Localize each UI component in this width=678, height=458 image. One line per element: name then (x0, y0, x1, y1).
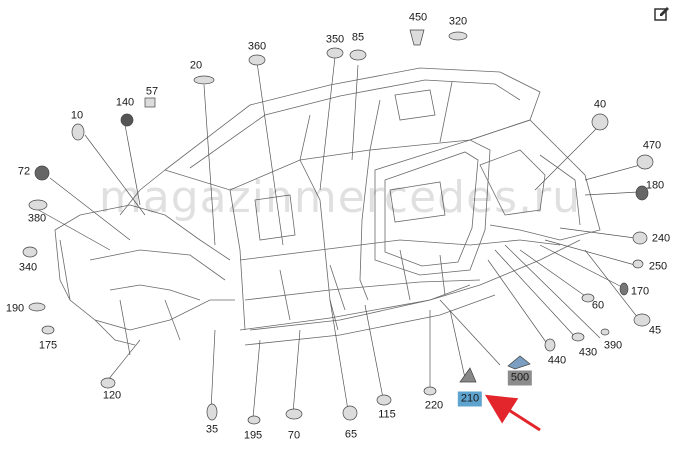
callout-170: 170 (630, 285, 650, 298)
part-440-icon (544, 338, 556, 352)
callout-340: 340 (18, 261, 38, 274)
part-65-icon (342, 405, 358, 421)
callout-390: 390 (603, 339, 623, 352)
part-60-icon (581, 293, 595, 303)
callout-57: 57 (145, 85, 159, 98)
callout-45: 45 (648, 324, 662, 337)
part-180-icon (635, 185, 649, 201)
part-85-icon (349, 49, 367, 61)
callout-85: 85 (351, 31, 365, 44)
callout-430: 430 (578, 346, 598, 359)
callout-180: 180 (645, 179, 665, 192)
part-430-icon (571, 332, 585, 342)
part-70-icon (285, 408, 303, 420)
part-240-icon (632, 231, 648, 245)
part-190-icon (28, 302, 46, 312)
part-icons (22, 29, 654, 425)
callout-380: 380 (27, 212, 47, 225)
part-72-icon (34, 165, 50, 181)
part-360-icon (248, 54, 266, 66)
callout-120: 120 (102, 389, 122, 402)
watermark: magazinmercedes.ru (99, 172, 581, 223)
part-40-icon (591, 113, 609, 131)
callout-350: 350 (325, 33, 345, 46)
callout-470: 470 (642, 139, 662, 152)
callout-250: 250 (648, 260, 668, 273)
callout-40: 40 (593, 98, 607, 111)
part-20-icon (193, 75, 215, 85)
callout-190: 190 (5, 302, 25, 315)
part-470-icon (636, 154, 654, 170)
callout-240: 240 (651, 232, 671, 245)
part-170-icon (619, 282, 629, 296)
part-57-icon (144, 97, 156, 108)
callout-20: 20 (189, 59, 203, 72)
callout-140: 140 (115, 96, 135, 109)
callout-175: 175 (38, 339, 58, 352)
callout-320: 320 (448, 15, 468, 28)
callout-360: 360 (247, 40, 267, 53)
edit-icon[interactable] (654, 6, 670, 22)
callout-450: 450 (408, 11, 428, 24)
part-45-icon (633, 313, 651, 327)
callout-115: 115 (378, 408, 396, 421)
part-340-icon (22, 246, 38, 258)
part-120-icon (100, 377, 116, 389)
part-10-icon (71, 123, 85, 141)
part-350-icon (326, 47, 344, 59)
callout-440: 440 (547, 354, 567, 367)
callout-220: 220 (424, 399, 444, 412)
leader-lines (34, 56, 641, 419)
callout-210: 210 (457, 391, 483, 407)
callout-70: 70 (287, 429, 301, 442)
callout-60: 60 (591, 299, 605, 312)
part-195-icon (247, 415, 261, 425)
part-115-icon (376, 394, 392, 406)
part-140-icon (120, 113, 134, 127)
part-35-icon (206, 403, 218, 421)
callout-35: 35 (205, 423, 219, 436)
callout-10: 10 (70, 109, 84, 122)
part-320-icon (448, 31, 468, 41)
highlight-arrow (484, 394, 541, 432)
part-390-icon (600, 328, 610, 336)
part-175-icon (41, 325, 55, 335)
car-body-outline (54, 67, 601, 356)
part-450-icon (409, 29, 425, 46)
part-500-icon (507, 355, 531, 370)
part-220-icon (423, 386, 437, 396)
callout-500: 500 (507, 370, 533, 386)
callout-195: 195 (243, 429, 263, 442)
callout-72: 72 (17, 165, 31, 178)
part-210-icon (459, 367, 477, 383)
callout-65: 65 (344, 428, 358, 441)
part-250-icon (632, 259, 644, 269)
part-380-icon (28, 199, 48, 211)
